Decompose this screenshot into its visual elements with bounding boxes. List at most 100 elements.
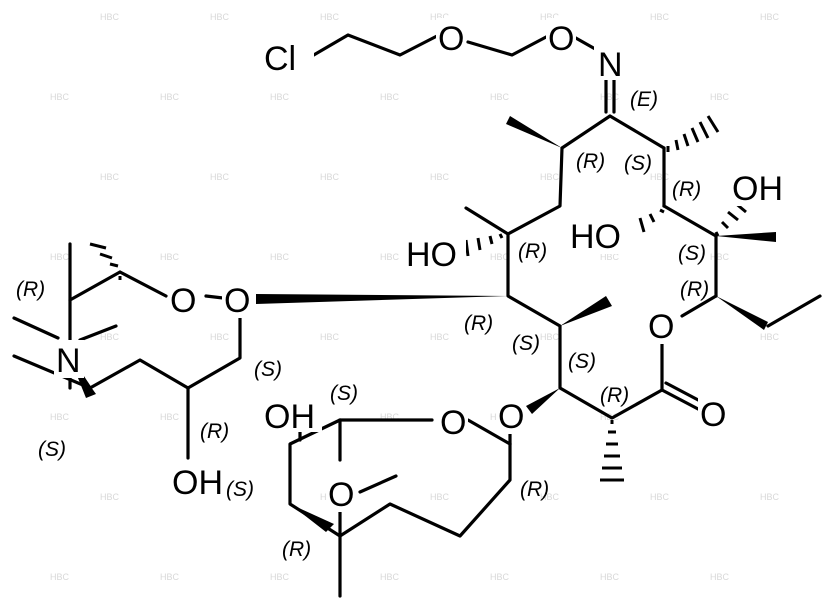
stereo-desos-c5: (R)	[16, 278, 45, 301]
svg-text:HBC: HBC	[650, 172, 670, 182]
cladinose-ring-oxygen: O	[440, 404, 466, 442]
glycosidic-oxygen-1: O	[224, 282, 250, 320]
svg-text:HBC: HBC	[50, 412, 70, 422]
svg-text:HBC: HBC	[100, 12, 120, 22]
desos-c4-ch2	[12, 354, 92, 390]
svg-text:HBC: HBC	[600, 572, 620, 582]
c3-glyco-wedge	[526, 388, 560, 414]
oxime-oxygen-atom: O	[548, 20, 574, 58]
c4-methyl-wedge	[560, 296, 612, 326]
svg-text:HBC: HBC	[710, 572, 730, 582]
svg-text:HBC: HBC	[760, 332, 780, 342]
stereo-c5: (R)	[464, 312, 493, 335]
clad-o-c1	[466, 418, 512, 446]
svg-text:HBC: HBC	[380, 412, 400, 422]
stereo-c4: (S)	[512, 332, 540, 355]
stereo-e: (E)	[630, 88, 658, 111]
svg-text:HBC: HBC	[210, 332, 230, 342]
svg-text:HBC: HBC	[50, 572, 70, 582]
svg-text:HBC: HBC	[540, 332, 560, 342]
svg-text:HBC: HBC	[320, 12, 340, 22]
svg-text:HBC: HBC	[710, 92, 730, 102]
lactone-ring-oxygen: O	[648, 308, 674, 346]
desosamine-ring	[68, 270, 242, 390]
svg-text:HBC: HBC	[100, 492, 120, 502]
desos-c5-o	[118, 270, 168, 298]
ether-oxygen-atom: O	[438, 20, 464, 58]
svg-text:HBC: HBC	[600, 92, 620, 102]
svg-text:HBC: HBC	[490, 572, 510, 582]
svg-text:HBC: HBC	[430, 332, 450, 342]
svg-text:HBC: HBC	[160, 412, 180, 422]
svg-text:HBC: HBC	[160, 92, 180, 102]
side-chain-bonds	[310, 33, 439, 58]
svg-text:HBC: HBC	[430, 492, 450, 502]
svg-text:HBC: HBC	[430, 12, 450, 22]
methoxy-oxygen: O	[328, 476, 354, 514]
stereo-clad-c3: (R)	[282, 538, 311, 561]
stereo-c12: (S)	[678, 242, 706, 265]
svg-text:HBC: HBC	[270, 92, 290, 102]
o-n-bond	[572, 35, 599, 52]
svg-text:HBC: HBC	[490, 92, 510, 102]
svg-text:HBC: HBC	[540, 172, 560, 182]
stereo-c3: (S)	[568, 350, 596, 373]
stereo-clad-c1: (R)	[520, 478, 549, 501]
c6-hydroxyl: HO	[406, 236, 457, 274]
svg-text:HBC: HBC	[650, 492, 670, 502]
clad-methoxy-2	[358, 474, 398, 494]
cladinose-hydroxyl: OH	[264, 398, 315, 436]
ring-c13-o	[680, 294, 718, 318]
svg-text:HBC: HBC	[380, 252, 400, 262]
stereo-desos-c1: (S)	[254, 358, 282, 381]
oxime-nitrogen-atom: N	[598, 46, 623, 84]
stereo-c6: (R)	[518, 240, 547, 263]
bond-lines	[12, 33, 822, 598]
c13-ethyl-wedge	[716, 296, 768, 330]
svg-text:HBC: HBC	[160, 572, 180, 582]
stereo-clad-c5: (S)	[330, 382, 358, 405]
svg-text:HBC: HBC	[50, 92, 70, 102]
glycosidic-oxygen-2: O	[498, 398, 524, 436]
carbonyl-2	[664, 381, 704, 404]
svg-text:HBC: HBC	[380, 92, 400, 102]
stereo-clad-c4: (S)	[226, 478, 254, 501]
svg-text:HBC: HBC	[210, 12, 230, 22]
svg-text:HBC: HBC	[540, 12, 560, 22]
svg-text:HBC: HBC	[760, 492, 780, 502]
c12-methyl-wedge	[716, 232, 776, 242]
svg-text:HBC: HBC	[380, 572, 400, 582]
c11-hydroxyl: OH	[732, 170, 783, 208]
hashed-bonds	[89, 115, 747, 482]
stereo-c8: (R)	[576, 150, 605, 173]
svg-text:HBC: HBC	[760, 12, 780, 22]
svg-text:HBC: HBC	[540, 492, 560, 502]
svg-text:HBC: HBC	[600, 252, 620, 262]
stereo-desos-c3: (S)	[38, 438, 66, 461]
desosamine-hydroxyl: OH	[172, 464, 223, 502]
ring-c11-c12	[662, 204, 718, 238]
clad-c4-wedge	[290, 504, 334, 532]
svg-text:HBC: HBC	[210, 172, 230, 182]
dimethylamino-nitrogen: N	[56, 342, 81, 380]
svg-text:HBC: HBC	[160, 252, 180, 262]
carbonyl-oxygen: O	[700, 396, 726, 434]
stereo-c13: (R)	[680, 278, 709, 301]
svg-text:HBC: HBC	[320, 172, 340, 182]
svg-text:HBC: HBC	[320, 332, 340, 342]
c5-glyco-wedge	[256, 294, 508, 304]
carbonyl-1	[660, 388, 702, 412]
svg-text:HBC: HBC	[490, 252, 510, 262]
c10-hydroxyl: HO	[570, 218, 621, 256]
ethyl-chain	[766, 294, 822, 328]
svg-text:HBC: HBC	[650, 12, 670, 22]
svg-text:HBC: HBC	[50, 252, 70, 262]
stereo-desos-c2: (R)	[200, 420, 229, 443]
stereo-c11: (R)	[672, 178, 701, 201]
stereo-c2: (R)	[600, 384, 629, 407]
n-methyl-2	[12, 316, 60, 340]
wedge-bonds	[70, 116, 776, 532]
c8-methyl-wedge	[506, 116, 562, 148]
cladinose-ring	[288, 418, 512, 538]
